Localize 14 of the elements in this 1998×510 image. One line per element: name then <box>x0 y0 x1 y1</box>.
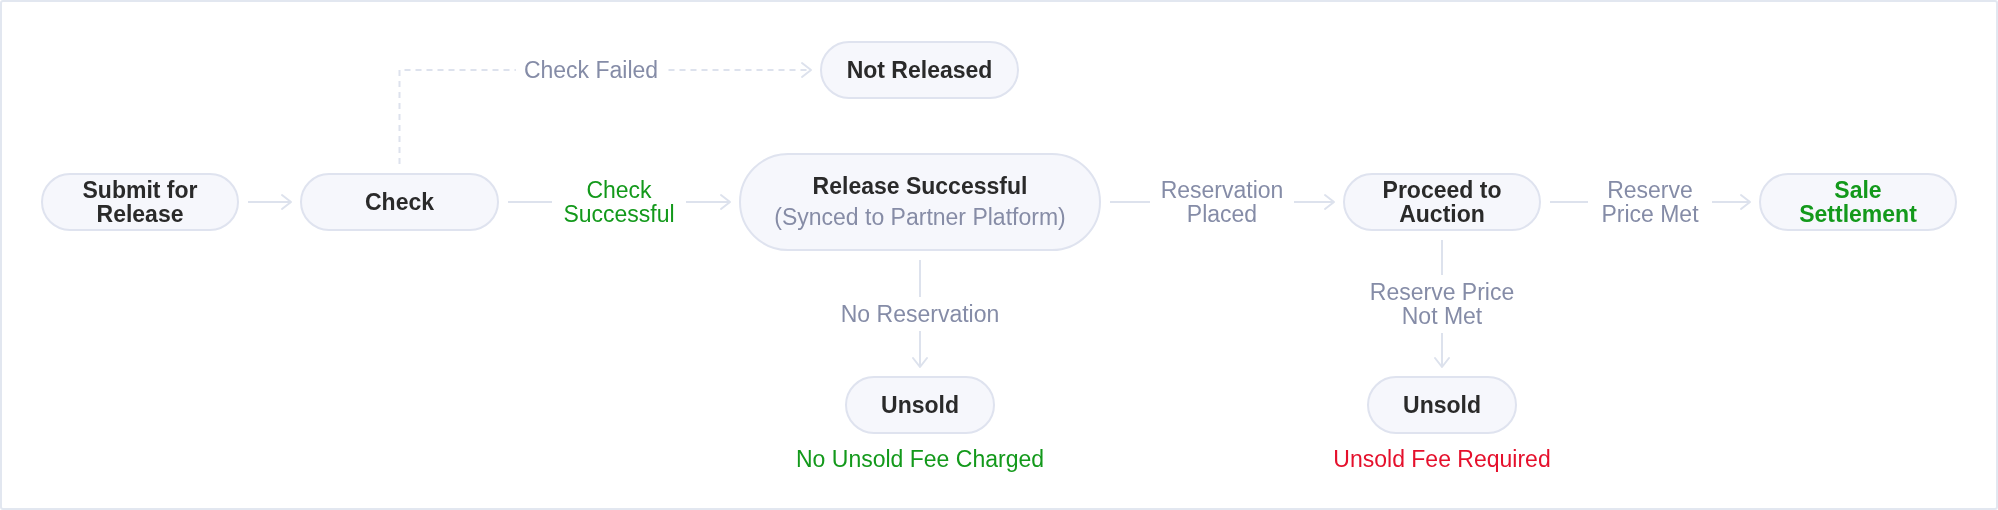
node-label: Not Released <box>846 58 993 82</box>
node-label: Proceed to Auction <box>1381 178 1503 226</box>
arrow <box>247 194 292 210</box>
node-sublabel: (Synced to Partner Platform) <box>774 204 1066 230</box>
node-label: Release Successful <box>812 174 1028 198</box>
node-label: Unsold <box>881 393 959 417</box>
fee-note: Unsold Fee Required <box>1333 446 1551 472</box>
process-box <box>300 173 499 231</box>
fee-note: No Unsold Fee Charged <box>796 446 1044 472</box>
node-label: Sale Settlement <box>1798 178 1918 226</box>
process-box <box>41 173 239 231</box>
node-label: Unsold <box>1403 393 1481 417</box>
node-label: Check <box>364 190 434 214</box>
node-label: Submit for Release <box>81 178 199 226</box>
